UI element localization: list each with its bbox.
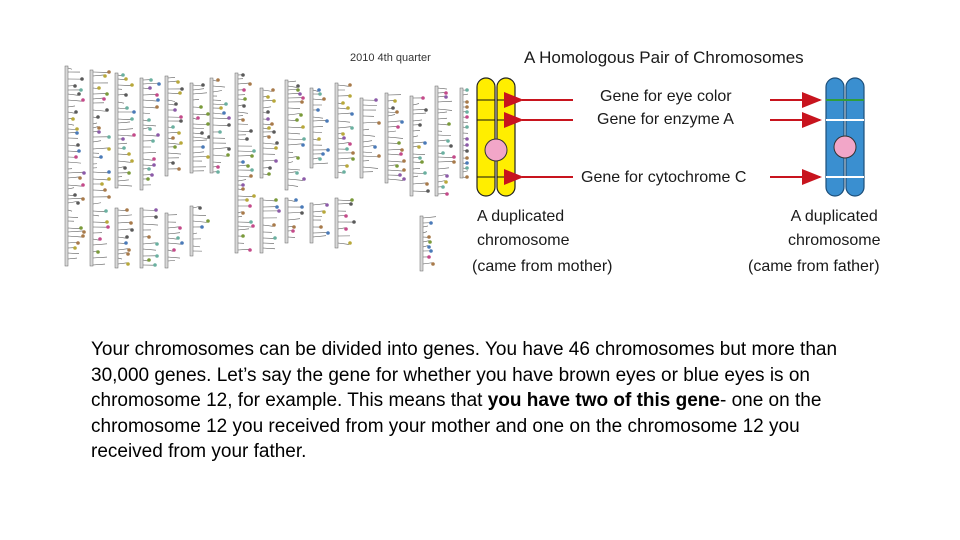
left-chromatid-1 [476,77,496,197]
left-centromere [484,138,508,162]
genome-map-figure [64,65,469,272]
body-paragraph: Your chromosomes can be divided into gen… [91,337,851,465]
left-chromatid-2 [496,77,516,197]
diagram-title: A Homologous Pair of Chromosomes [524,48,804,67]
body-text-bold: you have two of this gene [487,390,720,411]
left-chromosome-label: A duplicated chromosome [477,205,569,253]
right-centromere [833,135,857,159]
right-origin-label: (came from father) [748,258,880,275]
gene-label-eye-color: Gene for eye color [600,88,732,105]
body-text-part2: - one on the chromosome 12 you received … [91,390,822,462]
gene-label-enzyme-a: Gene for enzyme A [597,111,734,128]
right-label-line1: A duplicated [790,208,878,225]
left-label-line2: chromosome [477,232,570,249]
left-label-line1: A duplicated [477,208,565,225]
right-chromosome [825,77,865,197]
left-chromosome [476,77,516,197]
body-text-part1: Your chromosomes can be divided into gen… [91,339,838,411]
right-label-line2: chromosome [788,232,881,249]
right-chromosome-label: A duplicated chromosome [788,205,880,253]
left-origin-label: (came from mother) [472,258,613,275]
quarter-label: 2010 4th quarter [350,52,431,64]
gene-label-cytochrome-c: Gene for cytochrome C [581,169,747,186]
